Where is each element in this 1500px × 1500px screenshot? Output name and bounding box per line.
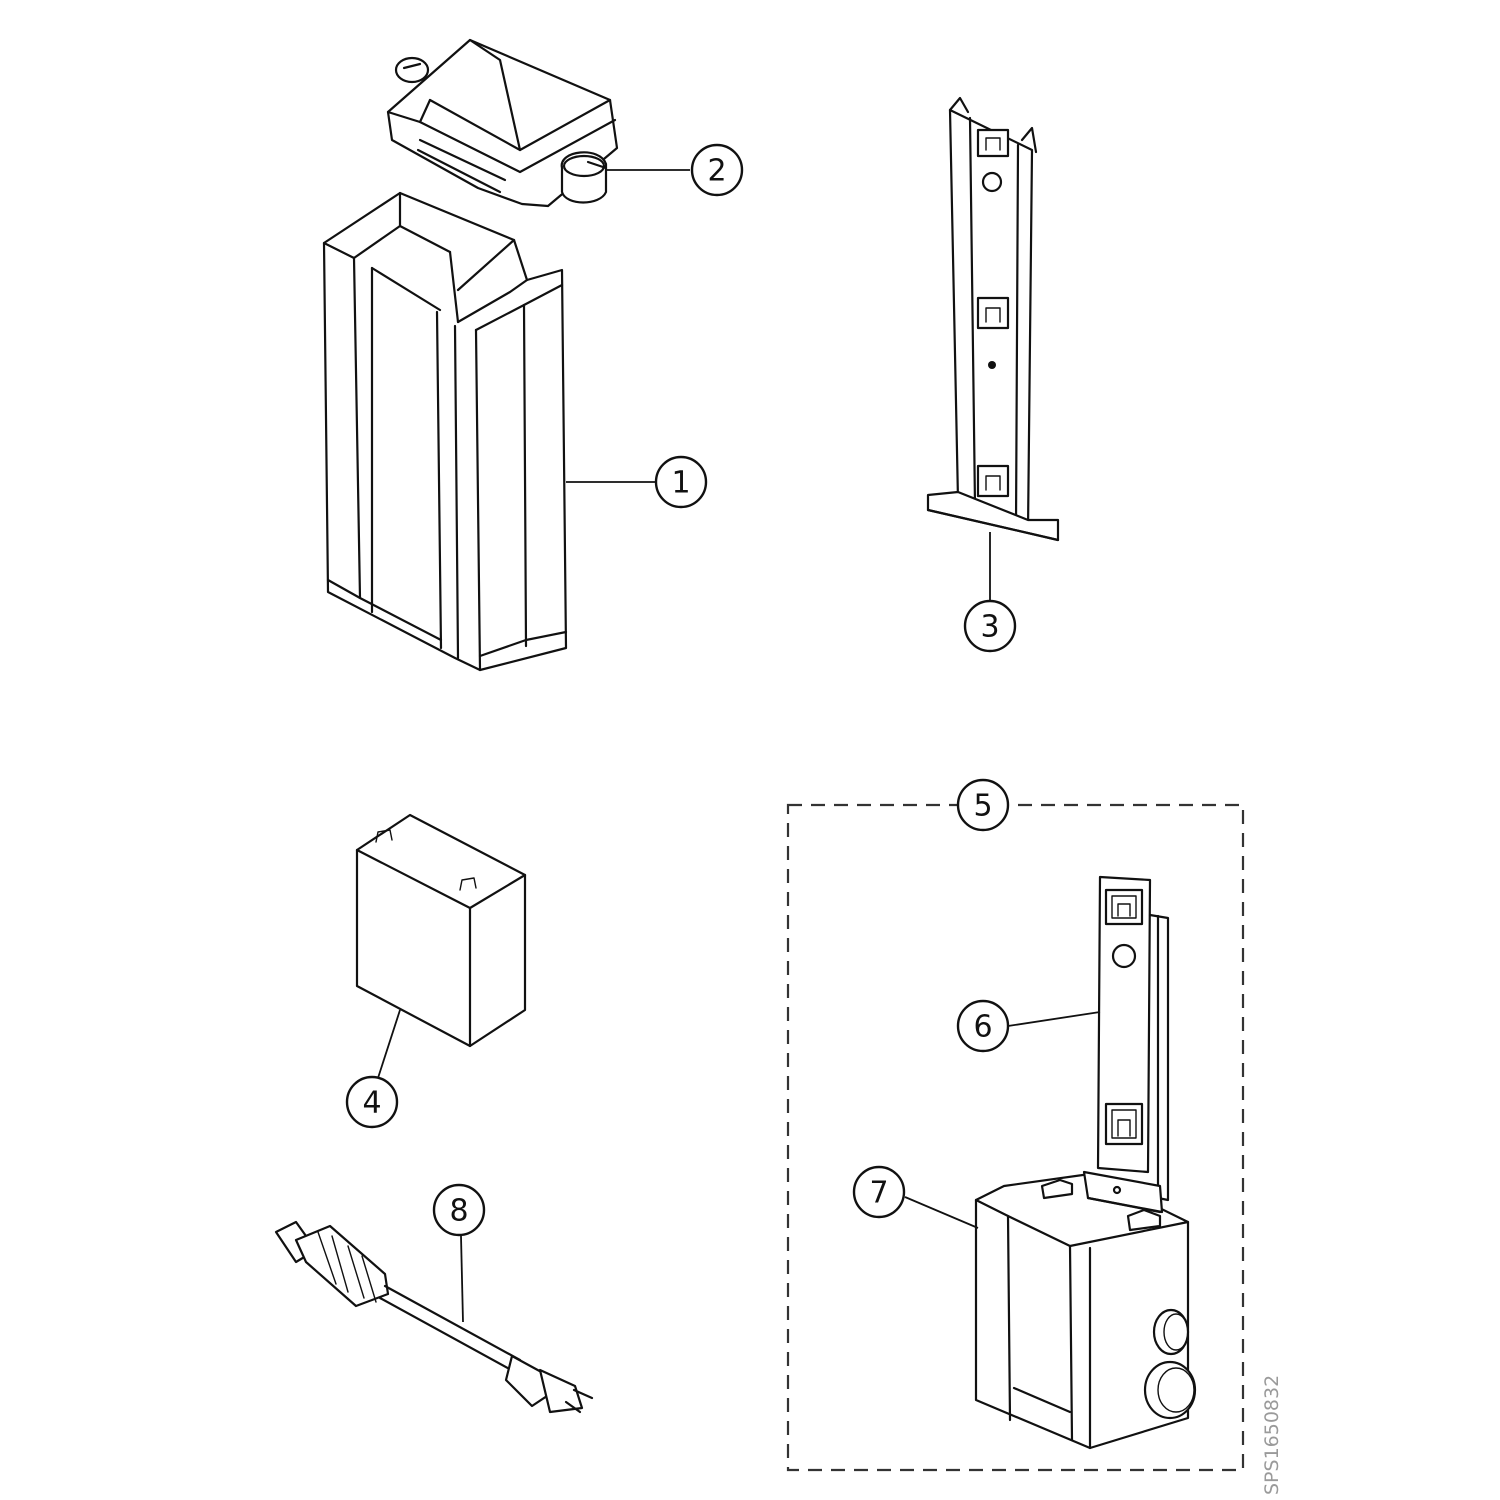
callout-1: 1 <box>654 455 708 509</box>
callout-6-label: 6 <box>973 1010 992 1045</box>
callout-8: 8 <box>432 1183 486 1237</box>
callout-5-label: 5 <box>973 789 992 824</box>
callout-8-label: 8 <box>449 1194 468 1229</box>
callout-6: 6 <box>956 999 1010 1053</box>
callout-1-label: 1 <box>671 466 690 501</box>
callout-5: 5 <box>956 778 1010 832</box>
callout-7-label: 7 <box>869 1176 888 1211</box>
part-6-charger-bracket <box>1096 875 1170 1202</box>
leader-lines <box>377 169 1101 1323</box>
callout-4: 4 <box>345 1075 399 1129</box>
part-7-charger-base <box>974 1170 1197 1450</box>
part-8-power-cord <box>274 1220 594 1414</box>
part-4-battery <box>355 813 527 1048</box>
callout-2-label: 2 <box>707 154 726 189</box>
part-3-wall-bracket <box>926 96 1060 542</box>
callout-3-label: 3 <box>980 610 999 645</box>
part-5-kit-boundary <box>786 803 1245 1472</box>
part-1-housing <box>322 191 568 672</box>
callout-2: 2 <box>690 143 744 197</box>
part-2-lid <box>386 38 619 208</box>
callout-4-label: 4 <box>362 1086 381 1121</box>
callout-7: 7 <box>852 1165 906 1219</box>
callout-3: 3 <box>963 599 1017 653</box>
figure-code: SPS1650832 <box>1261 1375 1283 1495</box>
